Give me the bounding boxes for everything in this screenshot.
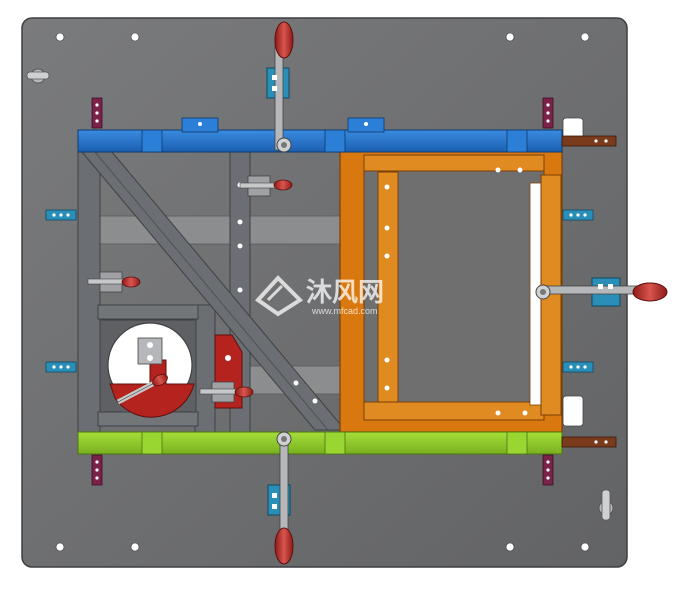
lifting-ring-top-left — [26, 68, 50, 84]
locating-block-holes — [95, 103, 550, 480]
small-clamp-4 — [116, 373, 168, 405]
small-clamp-1 — [239, 175, 293, 197]
circular-locator — [99, 319, 197, 418]
green-bottom-beam — [77, 431, 563, 455]
brown-tab-holes — [594, 139, 608, 444]
watermark: 沐风网 www.mfcad.com — [254, 275, 384, 317]
watermark-brand: 沐风网 — [306, 278, 384, 308]
small-clamp-3 — [199, 381, 254, 403]
plate-holes — [55, 32, 590, 552]
side-block-holes — [52, 213, 587, 369]
orange-frame — [339, 149, 563, 433]
bottom-toggle-clamp — [267, 431, 294, 565]
mfcad-logo-icon — [254, 275, 304, 317]
small-clamp-2 — [87, 271, 141, 293]
brown-tabs — [561, 135, 617, 448]
watermark-url: www.mfcad.com — [311, 306, 378, 316]
top-toggle-clamp — [266, 21, 294, 153]
lifting-ring-bottom-right — [598, 489, 614, 521]
right-toggle-clamp — [535, 277, 668, 307]
